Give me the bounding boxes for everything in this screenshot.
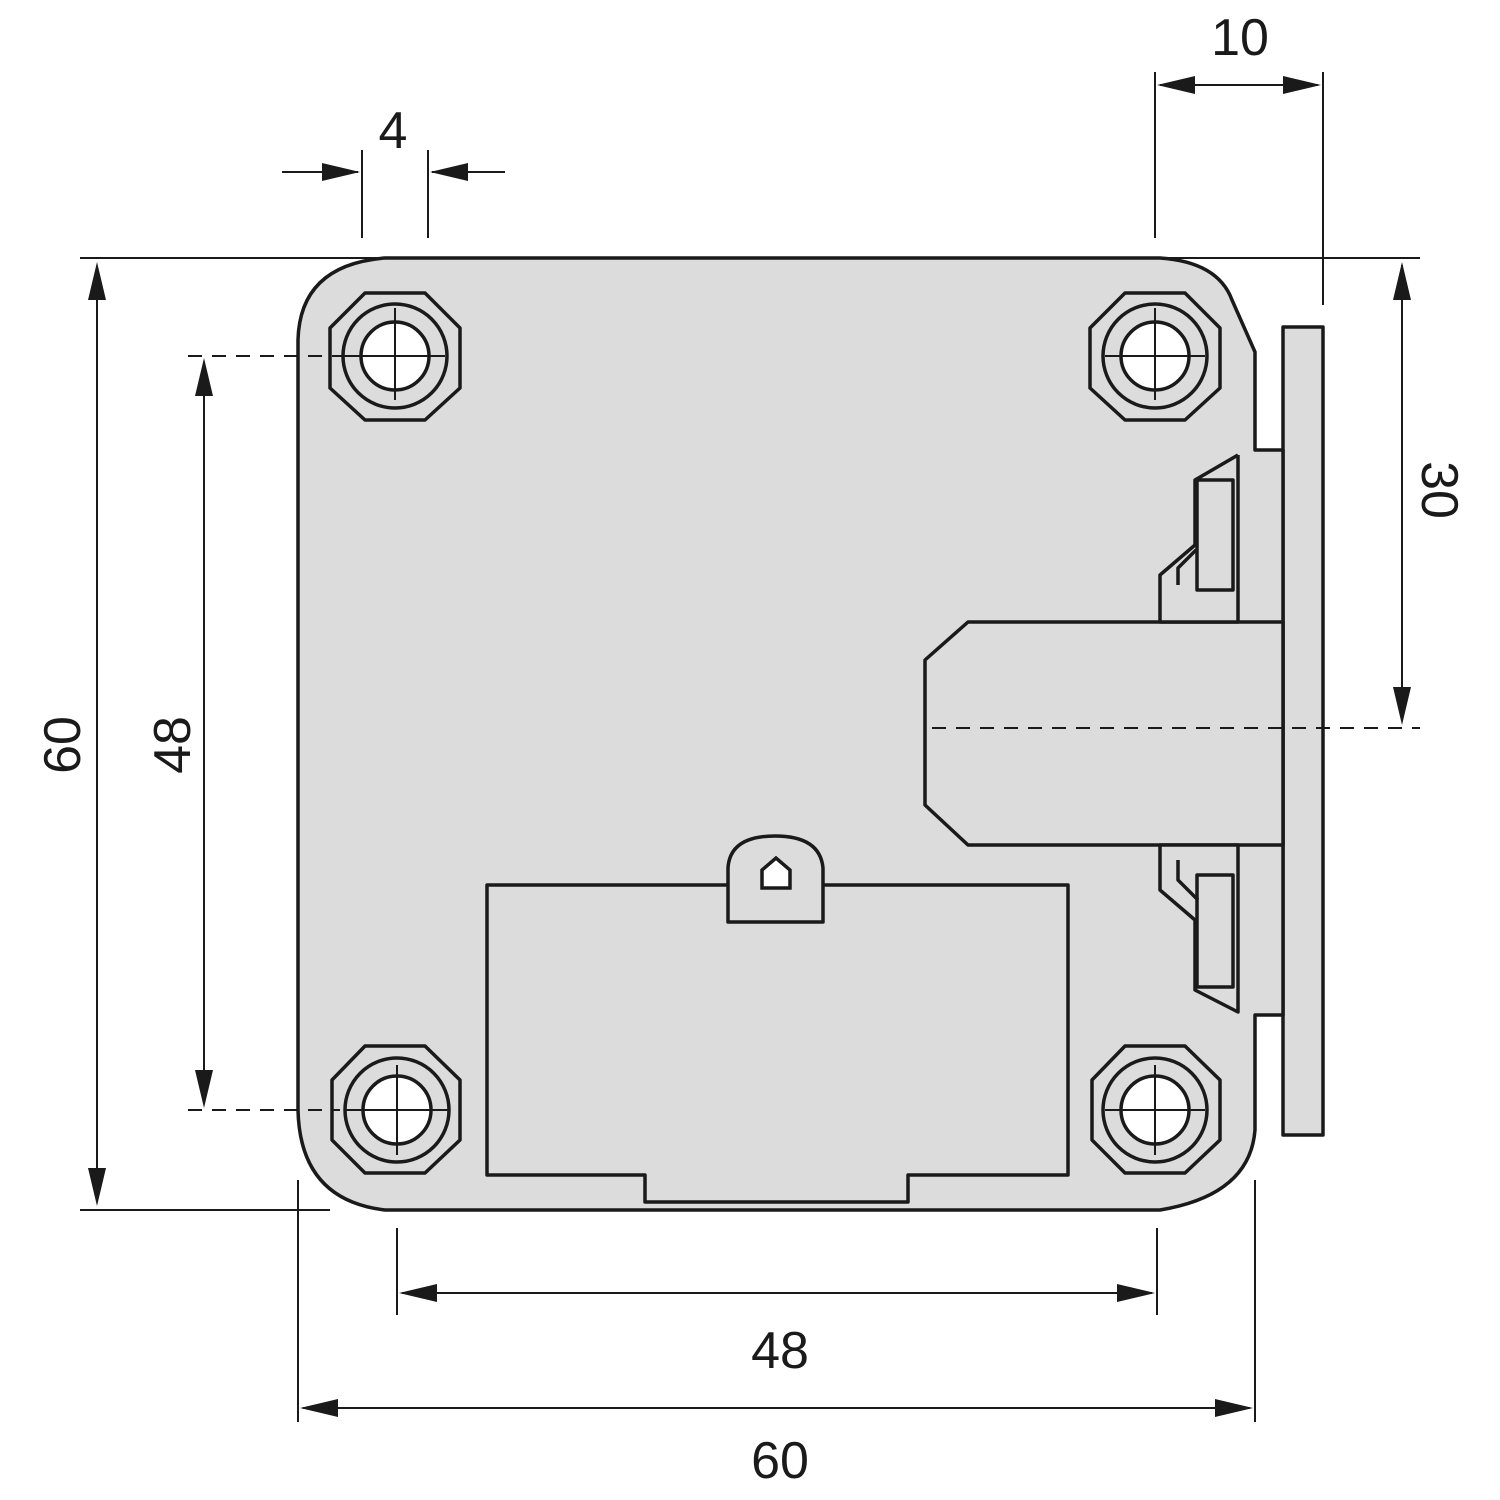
dim-overall-height <box>80 257 385 1211</box>
bolt <box>923 620 1285 847</box>
dim-bolt-projection <box>1154 72 1324 305</box>
screw-hole-bottom-right <box>1090 1044 1222 1175</box>
dim-hole-spacing-vertical-label: 48 <box>144 716 202 774</box>
screw-hole-top-left <box>328 291 462 422</box>
dim-overall-width <box>297 1180 1256 1422</box>
dim-overall-height-label: 60 <box>34 716 92 774</box>
lower-latch-block <box>1195 873 1235 989</box>
dim-hole-spacing-horizontal <box>396 1228 1158 1315</box>
dim-bolt-center-height <box>932 257 1420 729</box>
upper-latch-block <box>1195 478 1235 592</box>
dim-hole-spacing-horizontal-label: 48 <box>751 1322 809 1380</box>
keyhole-slot <box>760 855 792 890</box>
dim-hole-offset-label: 4 <box>379 102 408 160</box>
dim-overall-width-label: 60 <box>751 1432 809 1490</box>
lock-body <box>296 256 1325 1212</box>
upper-latch-wedge <box>1176 548 1198 585</box>
lower-housing <box>485 883 1070 1204</box>
dim-bolt-projection-label: 10 <box>1211 9 1269 67</box>
dim-hole-offset <box>282 150 505 238</box>
dim-bolt-center-height-label: 30 <box>1410 461 1468 519</box>
dim-hole-spacing-vertical <box>188 355 340 1111</box>
screw-hole-top-right <box>1088 291 1222 422</box>
screw-hole-bottom-left <box>330 1044 462 1175</box>
lower-latch-wedge <box>1176 860 1200 902</box>
strike-plate <box>1281 325 1325 1137</box>
